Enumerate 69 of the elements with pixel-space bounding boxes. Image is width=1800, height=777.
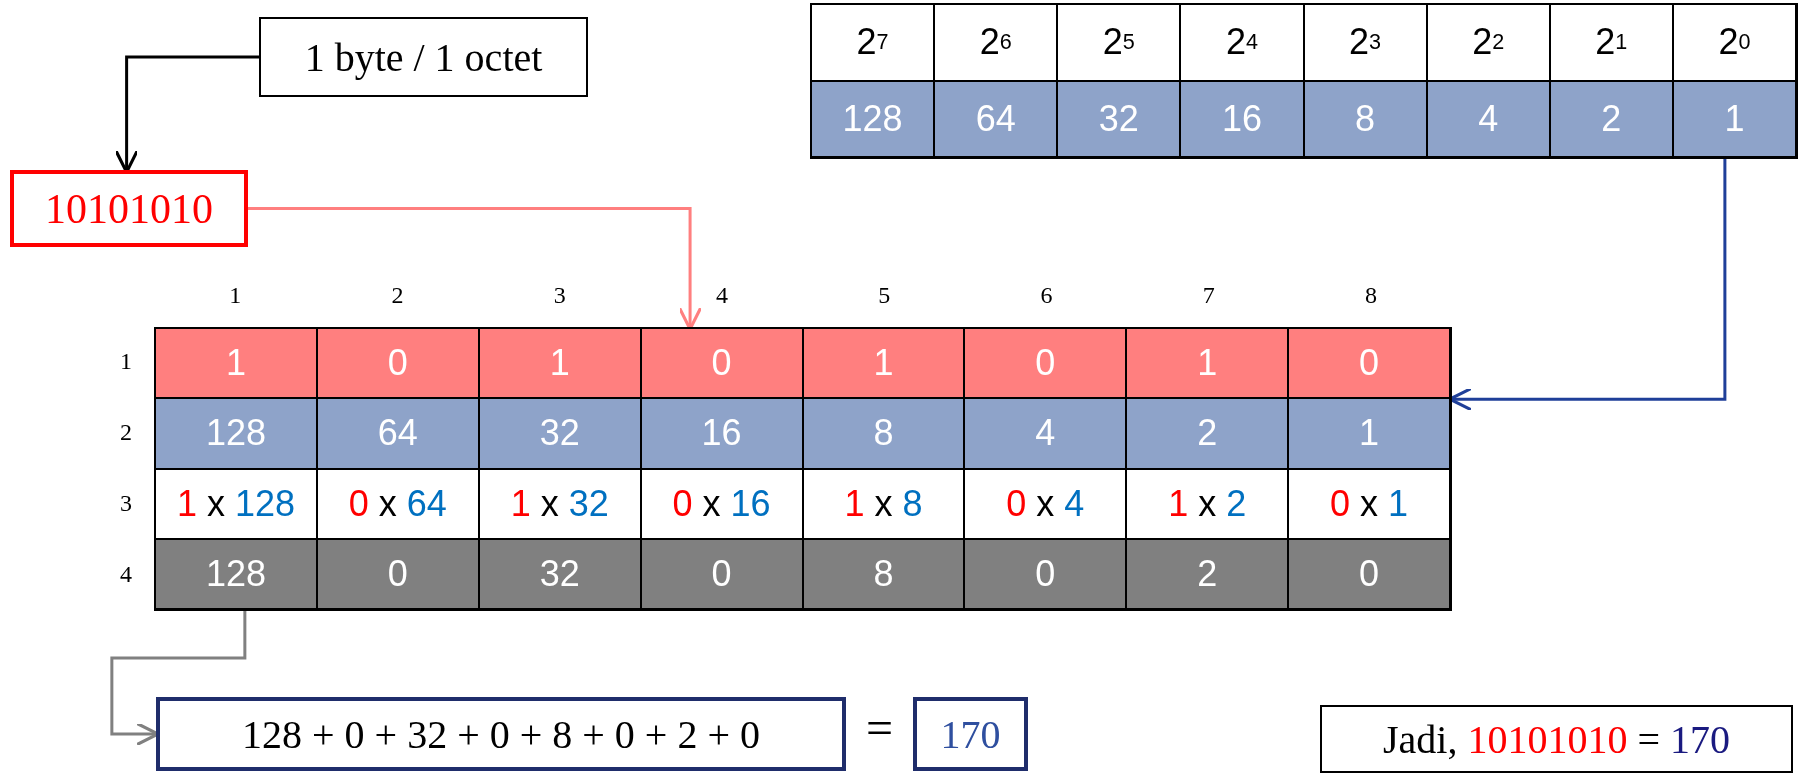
table-cell: 0 — [641, 329, 804, 400]
table-cell: 0 x 64 — [317, 469, 480, 540]
table-cell: 2 — [1550, 81, 1674, 158]
table-cell: 1 x 128 — [156, 469, 318, 540]
table-cell: 128 — [812, 81, 936, 158]
table-cell: 1 — [156, 329, 318, 400]
row-number: 4 — [119, 560, 133, 588]
table-cell: 1 — [1127, 329, 1290, 400]
table-cell: 64 — [935, 81, 1059, 158]
table-cell: 32 — [479, 399, 642, 470]
table-cell: 2$^{4}$ — [1181, 5, 1305, 82]
column-number: 3 — [552, 282, 567, 309]
column-number: 8 — [1363, 282, 1378, 309]
table-cell: 1 x 8 — [803, 469, 966, 540]
column-number: 5 — [877, 282, 892, 309]
table-cell: 0 x 16 — [641, 469, 804, 540]
column-number: 2 — [390, 282, 405, 309]
table-cell: 2 — [1127, 399, 1290, 470]
column-number: 7 — [1201, 282, 1216, 309]
column-number: 1 — [228, 282, 243, 309]
table-cell: 1 — [803, 329, 966, 400]
table-cell: 0 — [1289, 329, 1451, 400]
table-cell: 1 — [479, 329, 642, 400]
conversion-table — [154, 327, 1452, 611]
table-cell: 0 x 4 — [965, 469, 1128, 540]
equals-sign: = — [864, 700, 895, 755]
table-cell: 2$^{7}$ — [812, 5, 936, 82]
arrow — [110, 611, 247, 747]
table-cell: 1 — [1673, 81, 1797, 158]
table-cell: 2 — [1127, 539, 1290, 610]
result-box: 170 — [913, 697, 1028, 771]
table-cell: 32 — [479, 539, 642, 610]
power-table — [810, 3, 1798, 159]
table-cell: 16 — [1181, 81, 1305, 158]
table-cell: 0 — [1289, 539, 1451, 610]
table-cell: 2$^{5}$ — [1058, 5, 1182, 82]
table-cell: 8 — [803, 539, 966, 610]
table-cell: 128 — [156, 539, 318, 610]
row-number: 1 — [119, 347, 133, 375]
table-cell: 0 — [965, 539, 1128, 610]
table-cell: 1 x 32 — [479, 469, 642, 540]
column-number: 4 — [714, 282, 729, 309]
table-cell: 4 — [1427, 81, 1551, 158]
table-cell: 2$^{6}$ — [935, 5, 1059, 82]
table-cell: 1 x 2 — [1127, 469, 1290, 540]
table-cell: 0 — [317, 539, 480, 610]
table-cell: 128 — [156, 399, 318, 470]
table-cell: 2$^{1}$ — [1550, 5, 1674, 82]
row-number: 3 — [119, 489, 133, 517]
column-number: 6 — [1039, 282, 1054, 309]
row-number: 2 — [119, 418, 133, 446]
sum-box: 128 + 0 + 32 + 0 + 8 + 0 + 2 + 0 — [156, 697, 846, 771]
table-cell: 8 — [803, 399, 966, 470]
conclusion-box: Jadi, 10101010 = 170 — [1320, 705, 1793, 773]
label-box: 1 byte / 1 octet — [259, 17, 588, 97]
table-cell: 0 — [317, 329, 480, 400]
table-cell: 32 — [1058, 81, 1182, 158]
table-cell: 16 — [641, 399, 804, 470]
table-cell: 0 — [641, 539, 804, 610]
table-cell: 0 — [965, 329, 1128, 400]
table-cell: 8 — [1304, 81, 1428, 158]
table-cell: 0 x 1 — [1289, 469, 1451, 540]
binary-box: 10101010 — [10, 170, 248, 247]
table-cell: 2$^{2}$ — [1427, 5, 1551, 82]
table-cell: 4 — [965, 399, 1128, 470]
table-cell: 2$^{0}$ — [1673, 5, 1797, 82]
table-cell: 64 — [317, 399, 480, 470]
table-cell: 2$^{3}$ — [1304, 5, 1428, 82]
table-cell: 1 — [1289, 399, 1451, 470]
